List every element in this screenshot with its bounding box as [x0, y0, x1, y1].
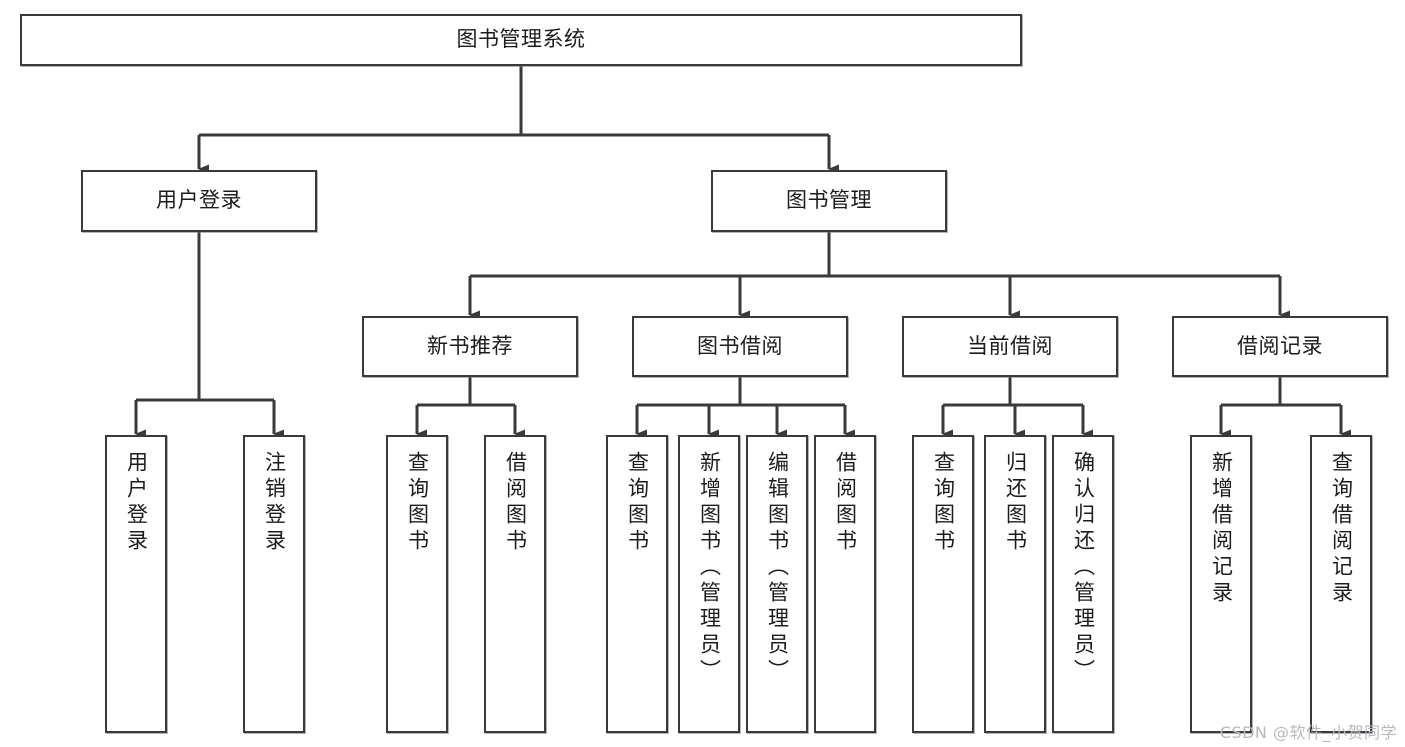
node-label-book-manage: 图书管理 [786, 188, 872, 213]
node-label-bb-borrow-book: 借阅图书 [833, 451, 858, 555]
node-box-new-book-rec[interactable]: 新书推荐 [362, 316, 578, 377]
node-label-bb-edit-book: 编辑图书（管理员） [765, 451, 790, 685]
node-box-root[interactable]: 图书管理系统 [20, 14, 1022, 66]
node-label-current-borrow: 当前借阅 [967, 333, 1053, 358]
node-label-user-login: 用户登录 [156, 188, 242, 213]
node-label-cb-confirm-return: 确认归还（管理员） [1071, 451, 1096, 685]
node-label-leaf-user-login: 用户登录 [124, 451, 149, 555]
node-label-book-borrow: 图书借阅 [697, 333, 783, 358]
node-label-leaf-user-logout: 注销登录 [262, 451, 287, 555]
node-box-leaf-user-login[interactable]: 用户登录 [105, 435, 167, 733]
node-box-book-borrow[interactable]: 图书借阅 [632, 316, 848, 377]
node-label-nb-query-book: 查询图书 [405, 451, 430, 555]
node-label-bb-query-book: 查询图书 [625, 451, 650, 555]
node-box-bb-borrow-book[interactable]: 借阅图书 [814, 435, 876, 733]
node-label-borrow-record: 借阅记录 [1237, 333, 1323, 358]
node-box-bb-edit-book[interactable]: 编辑图书（管理员） [746, 435, 808, 733]
node-box-book-manage[interactable]: 图书管理 [711, 170, 947, 232]
node-box-bb-query-book[interactable]: 查询图书 [606, 435, 668, 733]
node-box-cb-query-book[interactable]: 查询图书 [912, 435, 974, 733]
node-label-root: 图书管理系统 [456, 27, 586, 52]
node-box-br-query-record[interactable]: 查询借阅记录 [1310, 435, 1372, 733]
node-box-user-login[interactable]: 用户登录 [81, 170, 317, 232]
node-box-leaf-user-logout[interactable]: 注销登录 [243, 435, 305, 733]
node-label-cb-return-book: 归还图书 [1003, 451, 1028, 555]
node-label-cb-query-book: 查询图书 [931, 451, 956, 555]
node-box-cb-confirm-return[interactable]: 确认归还（管理员） [1052, 435, 1114, 733]
node-box-bb-add-book[interactable]: 新增图书（管理员） [678, 435, 740, 733]
node-box-borrow-record[interactable]: 借阅记录 [1172, 316, 1388, 377]
node-box-cb-return-book[interactable]: 归还图书 [984, 435, 1046, 733]
connector-group [134, 66, 1351, 439]
node-box-current-borrow[interactable]: 当前借阅 [902, 316, 1118, 377]
node-box-br-add-record[interactable]: 新增借阅记录 [1190, 435, 1252, 733]
node-label-br-query-record: 查询借阅记录 [1329, 451, 1354, 607]
node-label-nb-borrow-book: 借阅图书 [503, 451, 528, 555]
node-box-nb-borrow-book[interactable]: 借阅图书 [484, 435, 546, 733]
node-label-new-book-rec: 新书推荐 [427, 333, 513, 358]
node-label-br-add-record: 新增借阅记录 [1209, 451, 1234, 607]
node-label-bb-add-book: 新增图书（管理员） [697, 451, 722, 685]
node-box-nb-query-book[interactable]: 查询图书 [386, 435, 448, 733]
